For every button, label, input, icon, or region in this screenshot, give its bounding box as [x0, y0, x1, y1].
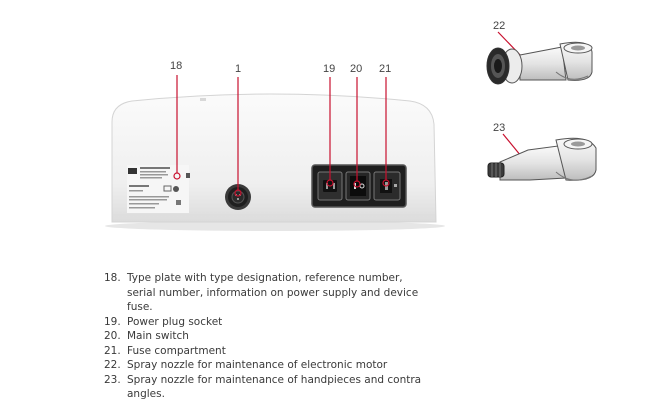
callout-20: 20 [350, 63, 363, 75]
callout-22: 22 [493, 20, 506, 32]
callout-23: 23 [493, 122, 506, 134]
device-illustration [105, 31, 597, 231]
spray-nozzle-23 [487, 137, 597, 181]
legend-item: 18. Type plate with type designation, re… [104, 271, 427, 315]
legend-item: 22. Spray nozzle for maintenance of elec… [104, 358, 427, 373]
legend-item: 19. Power plug socket [104, 315, 427, 330]
legend-item: 20. Main switch [104, 329, 427, 344]
legend-number: 21. [104, 344, 121, 357]
parts-legend: 18. Type plate with type designation, re… [104, 271, 427, 402]
callout-19: 19 [323, 63, 336, 75]
legend-text: Spray nozzle for maintenance of electron… [127, 359, 388, 371]
spray-nozzle-22 [486, 41, 593, 85]
legend-text: Power plug socket [127, 315, 223, 328]
legend-text: Spray nozzle for maintenance of handpiec… [127, 373, 422, 401]
legend-number: 19. [104, 315, 121, 328]
callout-1: 1 [235, 63, 242, 75]
legend-item: 21. Fuse compartment [104, 344, 427, 359]
legend-number: 22. [104, 359, 121, 371]
legend-number: 20. [104, 330, 121, 342]
leader-lines [173, 31, 530, 197]
legend-text: Main switch [127, 330, 189, 342]
callout-18: 18 [170, 60, 183, 72]
device-figure: 18 1 19 20 21 22 23 [105, 20, 597, 231]
legend-number: 18. [104, 272, 121, 284]
callout-21: 21 [379, 63, 392, 75]
legend-text: Fuse compartment [127, 344, 226, 357]
legend-item: 23. Spray nozzle for maintenance of hand… [104, 373, 427, 402]
legend-text: Type plate with type designation, refere… [127, 272, 419, 313]
type-plate [127, 165, 190, 213]
legend-number: 23. [104, 373, 121, 386]
